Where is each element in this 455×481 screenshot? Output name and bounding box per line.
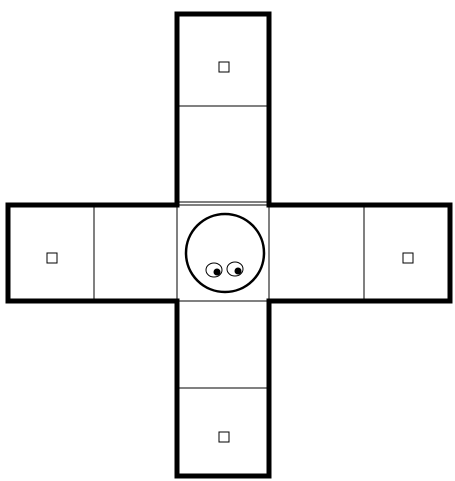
goal-square-left (47, 253, 57, 263)
goal-square-right (403, 253, 413, 263)
agent-pupil-left (214, 269, 221, 276)
agent (186, 214, 264, 292)
agent-body (186, 214, 264, 292)
cell-top-inner (177, 106, 269, 202)
goal-square-bottom (219, 432, 229, 442)
cell-left-inner (94, 205, 177, 301)
cell-bottom-inner (177, 301, 269, 388)
agent-pupil-right (235, 268, 242, 275)
goal-square-top (219, 62, 229, 72)
cell-right-inner (269, 205, 364, 301)
cell-top-outer (177, 14, 269, 106)
